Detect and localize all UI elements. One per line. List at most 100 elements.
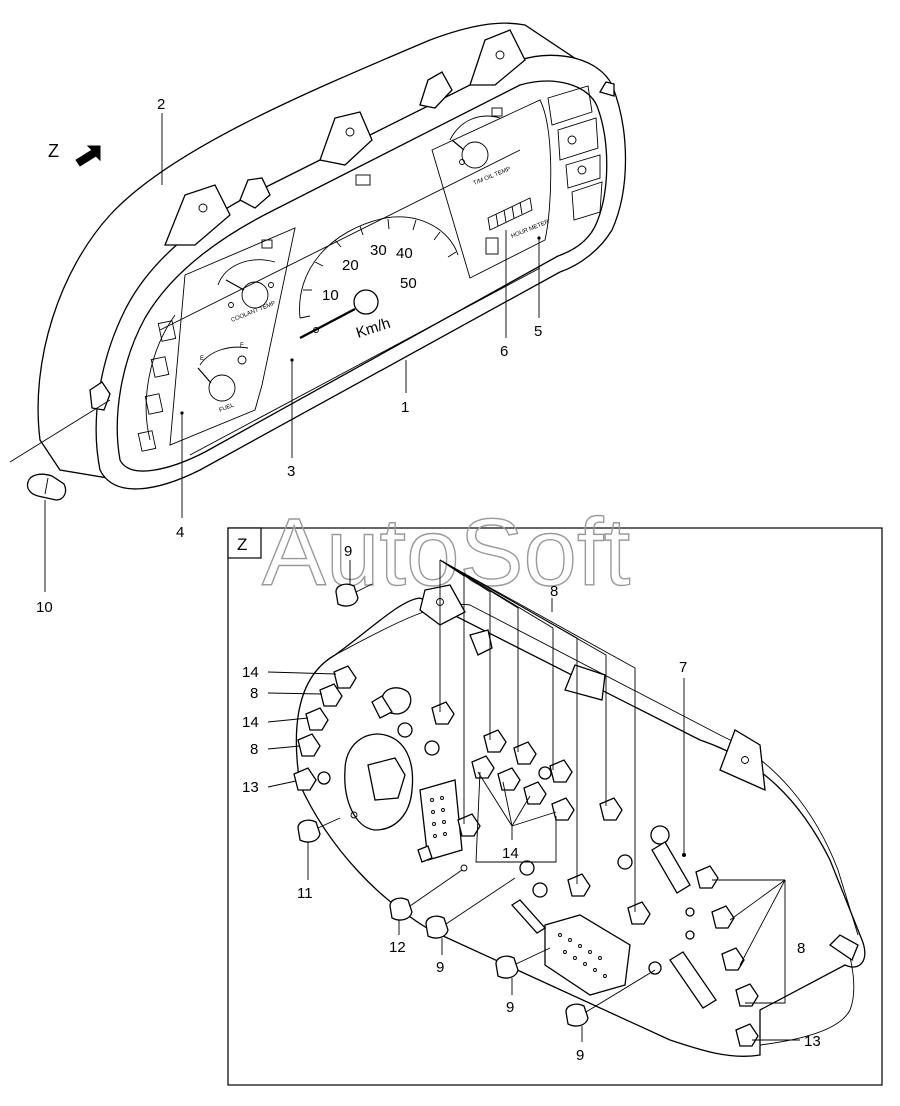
mount-clip-1 <box>239 177 271 209</box>
screw-9-top <box>335 583 359 607</box>
callout-14-b: 14 <box>242 714 259 731</box>
callout-8-top: 8 <box>550 583 558 600</box>
gauge-panel-left <box>169 227 296 446</box>
leader-dot <box>537 236 541 240</box>
bulb-lamp <box>371 695 393 719</box>
bulb-hole <box>685 930 695 940</box>
resistor <box>651 841 691 894</box>
callout-11: 11 <box>297 885 313 902</box>
screw-11 <box>297 819 321 843</box>
callout-14-a: 14 <box>242 664 259 681</box>
screw-shank <box>515 947 551 965</box>
rear-tab-3 <box>719 729 766 792</box>
mount-tab-hole <box>198 203 208 213</box>
bulb-socket <box>627 901 651 925</box>
callout-9-b: 9 <box>436 959 444 976</box>
speedo-pivot <box>313 327 319 333</box>
callout-2: 2 <box>157 96 165 113</box>
face-line-bottom <box>189 267 541 456</box>
mount-tab-1 <box>164 184 231 246</box>
speedo-tick-50: 50 <box>400 275 417 292</box>
inset-screws <box>297 583 656 1027</box>
callout-9-c: 9 <box>506 999 514 1016</box>
callout-1: 1 <box>401 399 409 416</box>
callout-7: 7 <box>679 659 687 676</box>
bulb-socket <box>711 905 735 929</box>
bulb-socket <box>735 1023 759 1047</box>
gauge-panel-right <box>431 99 552 279</box>
bulb-socket <box>483 729 507 753</box>
connector-right <box>544 914 631 996</box>
fuel-empty-label: E <box>200 356 204 362</box>
callout-4: 4 <box>176 524 184 541</box>
leader-dot <box>180 411 184 415</box>
screw-9-c <box>495 955 519 979</box>
bulb-socket <box>721 947 745 971</box>
callout-3: 3 <box>287 463 295 480</box>
rear-tab-hole <box>741 756 749 764</box>
bulb-hole <box>317 771 331 785</box>
bulb-socket <box>297 733 321 757</box>
resistor <box>669 951 717 1009</box>
callout-13-right: 13 <box>804 1033 821 1050</box>
fuel-label: FUEL <box>219 402 236 414</box>
screw-shank <box>355 583 373 593</box>
oil-temp-icon <box>491 107 503 117</box>
bulb-socket <box>599 797 623 821</box>
bezel-inner <box>116 80 608 472</box>
speedo-hub <box>353 289 379 315</box>
leader-assembly <box>9 399 111 463</box>
small-clip <box>417 845 433 863</box>
bulb-socket <box>549 759 573 783</box>
screw-shank <box>317 817 341 829</box>
callout-13-a: 13 <box>242 779 259 796</box>
rear-clip <box>469 629 493 656</box>
mount-tab-hole <box>495 50 505 60</box>
screw-9-d <box>565 1003 589 1027</box>
bulb-socket <box>513 741 537 765</box>
bulb-socket <box>293 767 317 791</box>
z-arrow-icon <box>75 145 101 167</box>
bulb-socket <box>319 683 343 707</box>
left-indicator-windows <box>137 320 177 452</box>
bulb-socket <box>471 755 495 779</box>
callout-12: 12 <box>389 939 406 956</box>
inset-leaders <box>267 559 800 1042</box>
screw-shank <box>445 877 516 925</box>
bulb-sockets <box>293 665 759 1047</box>
leader-dot <box>290 358 294 362</box>
z-view-label: Z <box>48 141 59 161</box>
screw-shank <box>585 969 656 1013</box>
bulb-hole <box>617 854 633 870</box>
bulb-hole <box>424 740 440 756</box>
speedo-tick-30: 30 <box>370 242 387 259</box>
speedo-drive <box>367 757 406 801</box>
callout-8-a: 8 <box>250 685 258 702</box>
bulb-hole <box>648 961 662 975</box>
connector-left <box>419 779 463 861</box>
bulb-hole <box>650 825 670 845</box>
rear-tab-2 <box>564 664 606 701</box>
screw-12 <box>389 897 413 921</box>
face-line-top <box>159 149 521 331</box>
speedo-ticks-graphic <box>299 218 457 319</box>
bulb-socket <box>567 873 591 897</box>
main-callouts: 2 1 3 4 5 6 10 <box>36 96 542 616</box>
inset-frame <box>227 527 883 1086</box>
bulb-socket <box>695 865 719 889</box>
right-indicator-windows <box>547 85 603 221</box>
speedo-tick-20: 20 <box>342 257 359 274</box>
speedo-tick-10: 10 <box>322 287 339 304</box>
headlight-icon <box>355 174 371 186</box>
speedo-tick-40: 40 <box>396 245 413 262</box>
callout-10: 10 <box>36 599 53 616</box>
bulb-hole <box>397 722 413 738</box>
bulb-socket <box>735 983 759 1007</box>
speedo-needle <box>299 307 356 340</box>
face-line-mid <box>145 314 176 441</box>
screw-part-10 <box>26 473 67 501</box>
speedo-scale-arc <box>299 216 459 319</box>
bulb-socket <box>333 665 357 689</box>
